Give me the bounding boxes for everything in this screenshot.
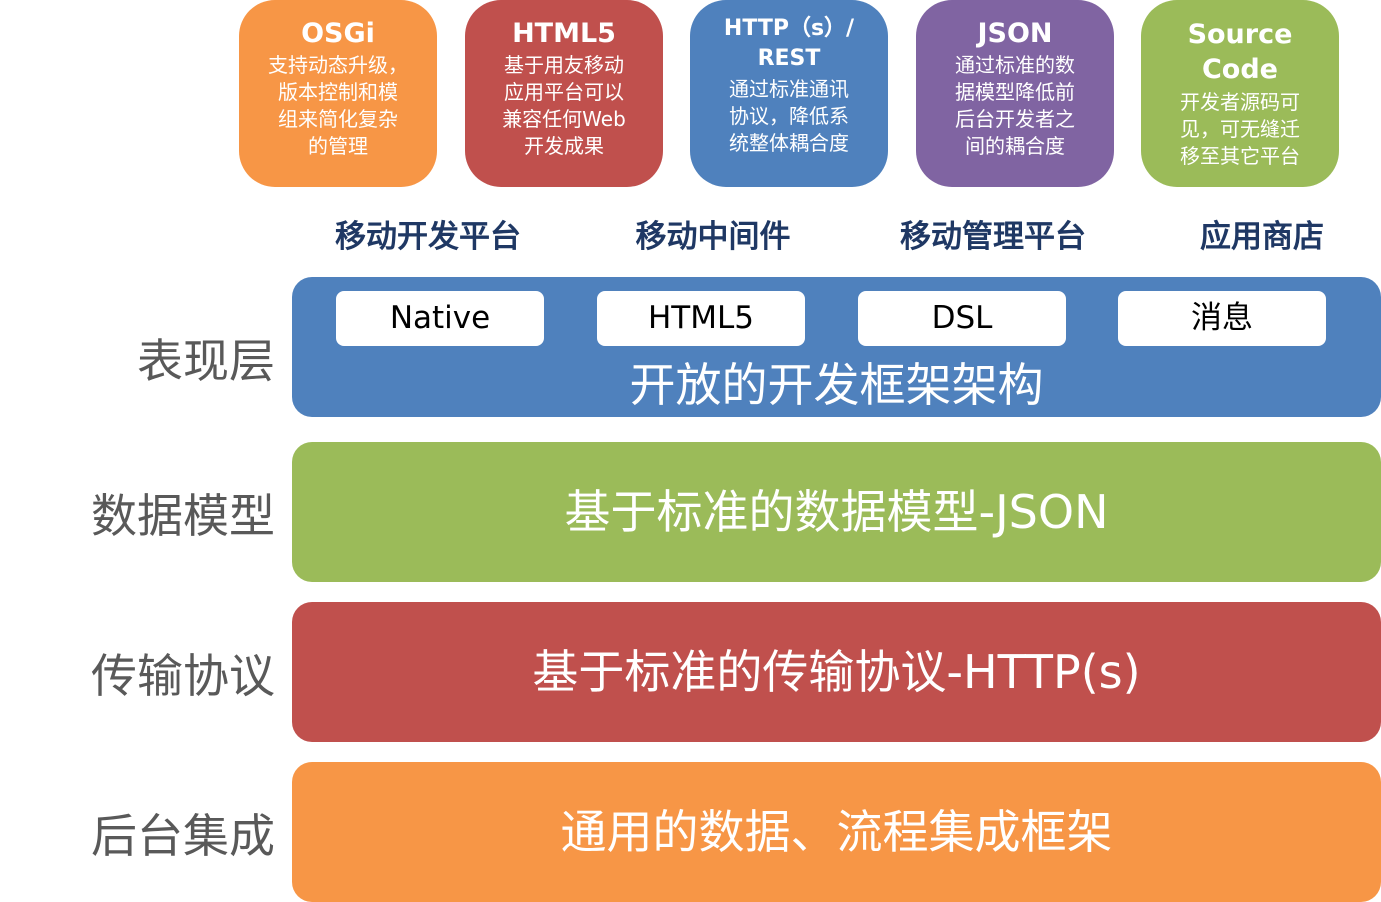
layer-label-transport-protocol: 传输协议 [91, 649, 275, 703]
layer-label-backend-integration: 后台集成 [91, 809, 275, 863]
card-title: Source Code [1187, 19, 1293, 85]
card-title: OSGi [301, 18, 375, 49]
card-http-rest: HTTP（s）/ REST 通过标准通讯 协议，降低系 统整体耦合度 [690, 0, 888, 187]
band-title: 通用的数据、流程集成框架 [560, 805, 1113, 859]
card-html5: HTML5 基于用友移动 应用平台可以 兼容任何Web 开发成果 [465, 0, 663, 187]
category-mobile-management-platform: 移动管理平台 [900, 219, 1086, 255]
chip-html5: HTML5 [597, 291, 805, 346]
card-source-code: Source Code 开发者源码可 见，可无缝迁 移至其它平台 [1141, 0, 1339, 187]
card-title: JSON [977, 18, 1053, 49]
chip-native: Native [336, 291, 544, 346]
card-description: 通过标准通讯 协议，降低系 统整体耦合度 [729, 77, 849, 155]
card-description: 通过标准的数 据模型降低前 后台开发者之 间的耦合度 [955, 53, 1075, 158]
card-title: HTML5 [512, 18, 616, 49]
category-mobile-dev-platform: 移动开发平台 [335, 219, 521, 255]
layer-label-data-model: 数据模型 [91, 489, 275, 543]
layer-label-presentation: 表现层 [137, 334, 275, 388]
card-json: JSON 通过标准的数 据模型降低前 后台开发者之 间的耦合度 [916, 0, 1114, 187]
card-osgi: OSGi 支持动态升级， 版本控制和模 组来简化复杂 的管理 [239, 0, 437, 187]
band-title: 基于标准的传输协议-HTTP(s) [532, 645, 1141, 699]
card-title: HTTP（s）/ REST [723, 16, 855, 71]
category-mobile-middleware: 移动中间件 [635, 219, 791, 255]
band-data-model: 基于标准的数据模型-JSON [292, 442, 1381, 582]
band-title: 基于标准的数据模型-JSON [564, 485, 1109, 539]
category-app-store: 应用商店 [1200, 219, 1324, 255]
card-description: 基于用友移动 应用平台可以 兼容任何Web 开发成果 [502, 53, 626, 158]
card-description: 开发者源码可 见，可无缝迁 移至其它平台 [1180, 90, 1300, 168]
band-transport-protocol: 基于标准的传输协议-HTTP(s) [292, 602, 1381, 742]
card-description: 支持动态升级， 版本控制和模 组来简化复杂 的管理 [268, 53, 408, 158]
chip-message: 消息 [1118, 291, 1326, 346]
band-presentation-layer: Native HTML5 DSL 消息 开放的开发框架架构 [292, 277, 1381, 417]
band-title: 开放的开发框架架构 [629, 358, 1044, 412]
band-backend-integration: 通用的数据、流程集成框架 [292, 762, 1381, 902]
chip-dsl: DSL [858, 291, 1066, 346]
